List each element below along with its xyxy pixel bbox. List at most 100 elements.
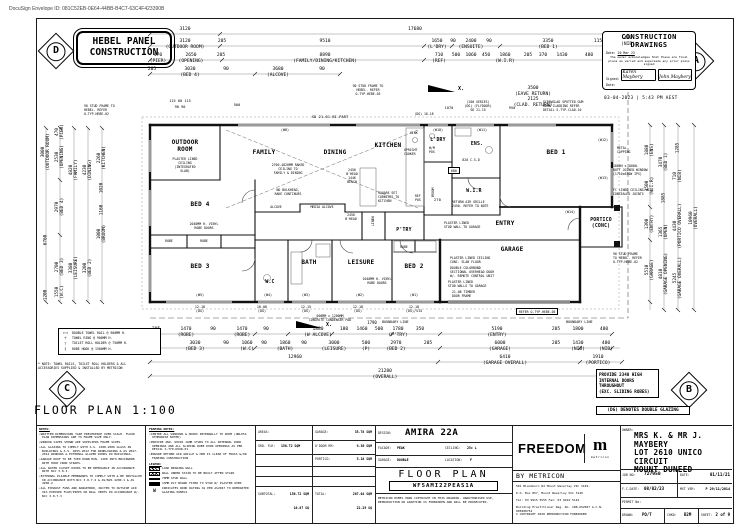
note-hebel-left: 90 STUD FRAME TO HEBEL. REFER O-TYP-HEBE… <box>84 104 115 117</box>
subtotal-label: SUBTOTAL: <box>258 492 276 496</box>
note-screwglad-cladding: SCREWGLAD SPOTTED GUM KDHW CLADDING REFE… <box>543 100 584 113</box>
notes-title: NOTES: <box>39 427 50 431</box>
dim-label: 205 <box>147 67 157 72</box>
label-robe: ROBE <box>400 244 408 249</box>
divider <box>664 508 665 523</box>
dim-label: 1470 (ROBE) <box>177 327 195 338</box>
dim-label: 205 <box>423 341 433 346</box>
section-x-marker: X. <box>458 86 465 92</box>
toilet-roll-holder-icon: ┬ <box>64 341 67 346</box>
room-broom: BROOM <box>431 187 435 197</box>
dim-label: 2400 (ENSUITE) <box>458 39 484 50</box>
by-metricon: BY METRICON <box>516 472 565 480</box>
dim-label: 2970 (BED 4) <box>54 197 65 217</box>
wall-legend-item: 13MM PLY BOARD FIXED TO STUD W/ PLASTER … <box>149 481 251 486</box>
ground-floor-value: 156.72 SQM <box>281 444 301 448</box>
stud-wall-swatch <box>149 478 160 481</box>
row-border <box>620 469 732 470</box>
dim-label: 1390 (ENTRY) <box>644 214 655 234</box>
wall-legend-label: LOAD BEARING WALL <box>162 466 193 471</box>
design-name: AMIRA 22A <box>405 428 459 438</box>
dim-label: 1500 (W.I.R) <box>644 176 655 196</box>
docusign-envelope-id: DocuSign Envelope ID: 081C52EB-0E64-44BB… <box>9 6 165 12</box>
note-820-csd: 820 C.S.D <box>462 158 480 162</box>
mst-ver-label: MST VER: <box>680 487 696 491</box>
note-butt-joined-window: 1800H x 1680L BUTT JOINED WINDOW (1710x6… <box>613 164 648 177</box>
ply-board-swatch <box>149 481 160 486</box>
room-kitchen: KITCHEN <box>374 142 402 149</box>
title-block: NOTES: •WRITTEN DIMENSIONS TAKE PRECEDEN… <box>36 425 732 523</box>
note-fc-lined-ceiling: FC LINED CEILING WITH CONCEALED JOINTS <box>613 188 654 197</box>
portico-area-value: 5.18 SQM <box>356 457 372 461</box>
dim-label: 3000 (LEISURE) <box>321 341 347 352</box>
dim-label: 480 (NIB) <box>599 341 613 352</box>
dim-label: 450 <box>481 53 491 58</box>
dim-1790: 1790 <box>367 320 377 325</box>
window-size: 12-18 (DG) <box>352 305 364 314</box>
dim-label: 205 <box>216 53 226 58</box>
dim-label: 1060 (W.C) <box>240 341 254 352</box>
window-tag: (W5) <box>195 293 205 297</box>
room-bed3: BED 3 <box>190 263 210 270</box>
note-hebel-detail-box: REFER O-TYP-HEBE-05 <box>516 308 559 316</box>
dim-label: 17680 <box>408 27 422 32</box>
section-triangles <box>296 85 455 328</box>
dim-label: 500 (P) <box>361 341 371 352</box>
wall-under-stair-swatch <box>149 472 160 477</box>
robe-hook-icon: ┤ <box>64 346 67 351</box>
label-boundary-line: BOUNDARY LINE <box>382 320 409 324</box>
wall-legend-label: WALL UNDER STAIR TO BE BUILT AFTER STAIR <box>162 471 235 476</box>
dim-label: 1470 (ROBE) <box>233 327 251 338</box>
note-garage-walls: PLASTER LINED STUD WALLS TO GARAGE <box>448 280 487 289</box>
dim-label: 8890 (FAMILY/DINING/KITCHEN) <box>293 53 357 64</box>
dim-label: 90 <box>301 341 307 346</box>
row-border <box>375 455 512 456</box>
dim-label: 470 (PIER) <box>149 53 167 64</box>
fc-date-value: 08/02/23 <box>644 486 665 491</box>
dim-label: 1160 <box>99 204 105 216</box>
dim-label: 4230 (DINING) <box>82 159 93 181</box>
dim-label: 10960 (OVERALL) <box>688 206 699 230</box>
divider <box>145 426 146 523</box>
total-label: TOTAL: <box>315 492 327 496</box>
marker-c-letter: C <box>57 379 77 399</box>
note-line: •CENTRE ALL WINDOWS & DOORS INTERNALLY T… <box>149 431 247 440</box>
note-hebel-right: 90 STUD FRAME TO HEBEL. REFER O-TYP-HEBE… <box>613 252 642 265</box>
note-line: •GARAGE ROOF TO BE TIED DOWN MIN. 1200 I… <box>39 457 135 465</box>
boundary-line-dashed <box>150 92 629 319</box>
divider <box>698 508 699 523</box>
dim-label: 2970 (BED 2) <box>386 341 406 352</box>
note-line: •ALL GLAZING TO COMPLY WITH A.S. 1288-20… <box>39 445 138 457</box>
legend-item-label: DOUBLE TOWEL RAIL @ 900MM H. <box>72 330 126 335</box>
drawing-frame <box>36 18 734 524</box>
window-size: 10-06 (DG) <box>256 305 268 314</box>
hebel-panel-construction-box: HEBEL PANEL CONSTRUCTION <box>73 28 175 68</box>
divider <box>620 426 621 523</box>
wall-legend-item: 70MM STUD WALL <box>149 477 251 481</box>
divider <box>677 469 678 497</box>
drawn-label: DRAWN: <box>622 513 634 517</box>
garage-area-value: 35.78 SQM <box>354 430 372 434</box>
dim-label: 1880 (W ALCOVE) <box>304 327 332 338</box>
windows <box>148 123 614 304</box>
row-border <box>512 470 620 471</box>
legend-item: ⊢⊣DOUBLE TOWEL RAIL @ 900MM H. <box>61 331 158 336</box>
dim-950: 950 <box>508 106 516 110</box>
room-bed4: BED 4 <box>190 201 210 208</box>
outdoor-room-area-label: O'DOOR RM: <box>315 444 335 448</box>
metricon-m-logo: m <box>593 435 608 454</box>
window-size: 12-18 (DG) <box>194 305 206 314</box>
window-tag: (W10) <box>432 128 444 132</box>
row-border <box>620 483 732 484</box>
dim-label: 1550 (W.C) <box>54 285 65 299</box>
dim-label: 12960 <box>288 355 302 360</box>
dim-eave-return: 3500 (EAVE RETURN) <box>515 86 551 97</box>
date-value: 01/11/21 <box>709 472 730 477</box>
dim-label: 90 <box>450 39 456 44</box>
legend-item: ＋TOWEL RING @ 900MM H. <box>61 336 158 341</box>
window-tag: (W8) <box>280 128 290 132</box>
address-line: Building Practitioner Reg. No. CDB-U5296… <box>516 505 603 513</box>
label-media-alcove: MEDIA ALCOVE <box>310 205 334 210</box>
logo-divider <box>584 434 585 463</box>
stamp-date-row: Date: 20 Mar 23 <box>606 51 692 55</box>
